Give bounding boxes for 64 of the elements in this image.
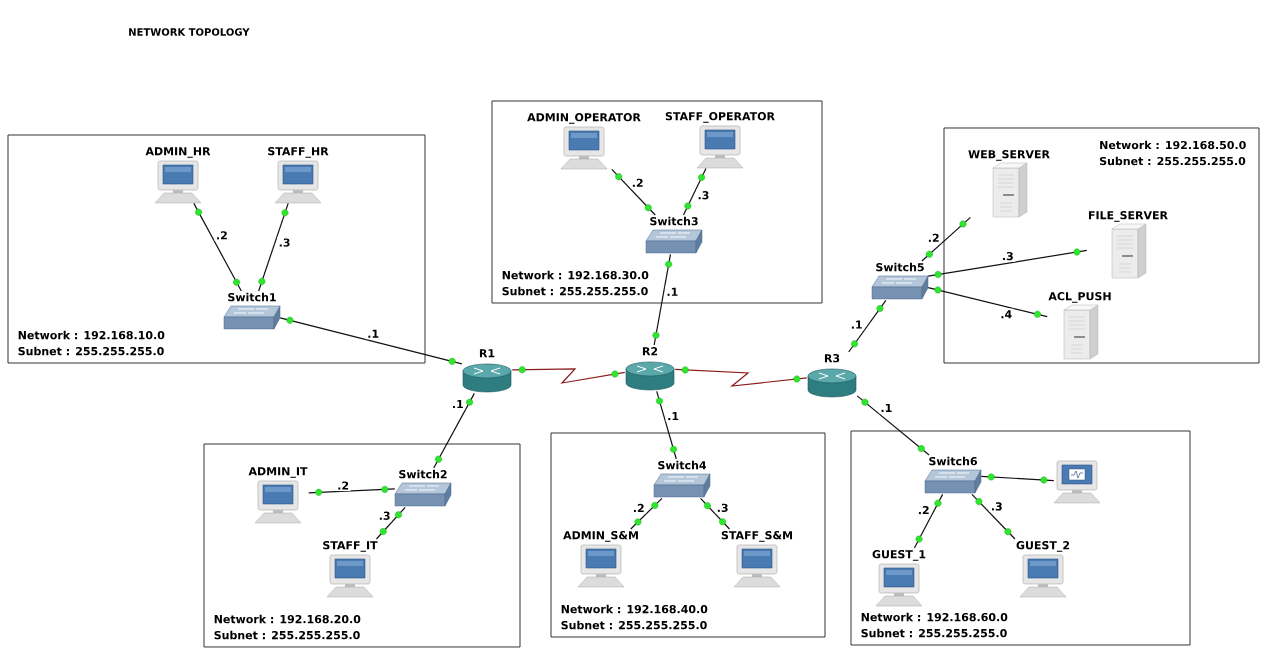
link-line xyxy=(375,506,406,540)
link-line xyxy=(848,299,887,353)
edge-label: .3 xyxy=(715,502,731,514)
link-line xyxy=(921,216,972,262)
device-label: Switch4 xyxy=(658,460,707,470)
edge-label: .3 xyxy=(277,236,292,249)
edge-label: .3 xyxy=(696,189,711,201)
edge-label: .3 xyxy=(1000,250,1016,262)
link-line xyxy=(258,202,289,292)
title: NETWORK TOPOLOGY xyxy=(129,28,250,36)
edge-label: .3 xyxy=(377,510,393,522)
link-line xyxy=(674,368,808,387)
edge-label: .1 xyxy=(665,410,681,422)
link-line xyxy=(682,167,707,216)
edge-label: .2 xyxy=(926,232,942,244)
device-label: ADMIN_HR xyxy=(145,147,211,158)
monitor-icon xyxy=(1053,460,1101,504)
edge-label: .2 xyxy=(335,479,351,492)
link-line xyxy=(971,493,1016,540)
device-label: ADMIN_OPERATOR xyxy=(527,113,641,124)
link-line xyxy=(611,168,656,216)
link-line xyxy=(856,395,930,456)
link-line xyxy=(193,202,242,292)
device-label: GUEST_2 xyxy=(1016,541,1070,552)
link-line xyxy=(279,317,463,365)
device-label: STAFF_S&M xyxy=(721,531,792,542)
edge-label: .1 xyxy=(878,402,894,414)
device-label: R1 xyxy=(479,349,495,358)
device-label: Switch1 xyxy=(228,292,276,302)
link-line xyxy=(308,488,396,494)
device-label: STAFF_OPERATOR xyxy=(665,112,775,123)
link-line xyxy=(656,390,677,460)
link-line xyxy=(913,493,944,549)
device-label: Switch2 xyxy=(399,469,447,479)
link-line xyxy=(433,392,475,469)
edge-label: .4 xyxy=(998,308,1014,320)
link-line xyxy=(980,475,1055,482)
link-line xyxy=(927,286,1048,318)
device-label: Switch5 xyxy=(876,262,924,272)
device-label: WEB_SERVER xyxy=(968,150,1050,161)
edge-label: .3 xyxy=(989,500,1005,513)
device-label: FILE_SERVER xyxy=(1089,211,1168,222)
link-line xyxy=(927,249,1088,277)
device-label: ACL_PUSH xyxy=(1048,292,1111,303)
device-label: GUEST_1 xyxy=(872,550,926,561)
edge-label: .2 xyxy=(214,229,230,241)
edge-label: .2 xyxy=(630,177,646,189)
edge-label: .1 xyxy=(664,286,680,298)
edge-label: .1 xyxy=(450,398,466,410)
link-line xyxy=(630,497,663,530)
device-label: Switch6 xyxy=(929,456,977,466)
edge-label: .1 xyxy=(849,319,865,331)
edge-label: .1 xyxy=(365,328,381,340)
edge-label: .2 xyxy=(631,502,647,514)
device-label: Switch3 xyxy=(650,216,698,226)
device-label: R3 xyxy=(824,354,840,363)
device-label: STAFF_IT xyxy=(323,541,378,552)
device-label: R2 xyxy=(642,347,658,356)
device-label: ADMIN_S&M xyxy=(563,531,638,542)
edge-label: .2 xyxy=(916,504,932,516)
link-line xyxy=(700,497,731,530)
device-label: ADMIN_IT xyxy=(248,467,308,478)
link-line xyxy=(511,368,626,384)
device-label: STAFF_HR xyxy=(268,147,329,158)
